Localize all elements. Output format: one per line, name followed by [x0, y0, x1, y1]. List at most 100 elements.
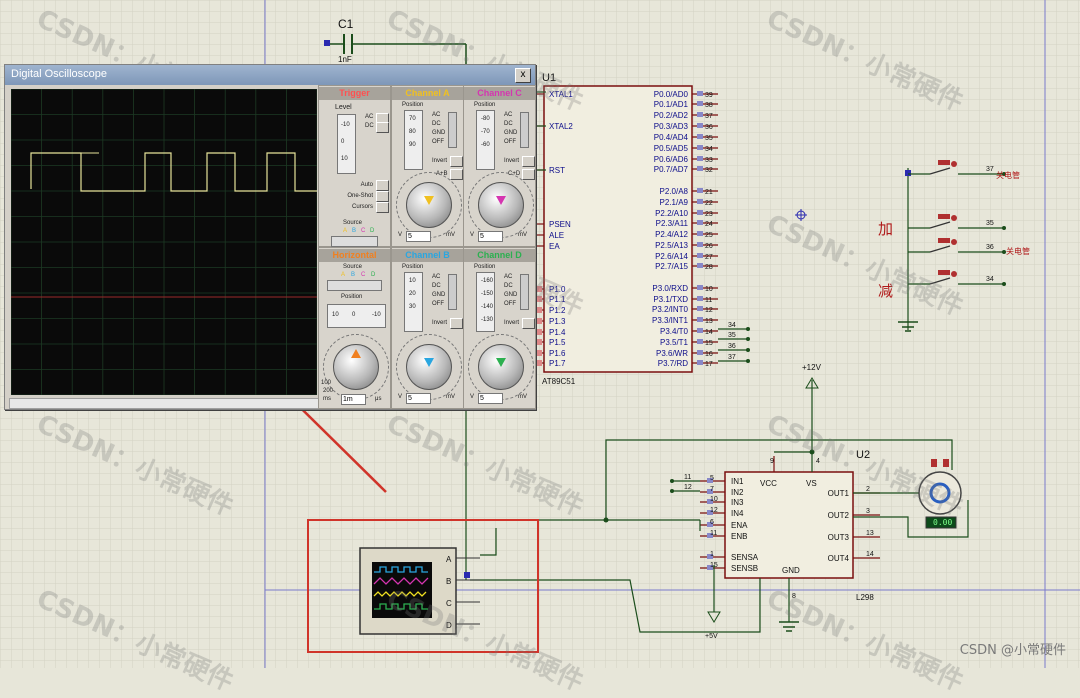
channel-d-coupling-label: AC — [504, 274, 513, 280]
driver-wires: 11 12 — [470, 439, 969, 633]
horizontal-source-d[interactable]: D — [371, 272, 376, 278]
channel-b-invert-button[interactable] — [450, 318, 463, 329]
push-button[interactable]: 35加 — [878, 214, 1006, 238]
driver-part: L298 — [856, 593, 874, 602]
scope-pin-c: C — [446, 599, 452, 608]
horizontal-scrollbar[interactable] — [9, 398, 321, 409]
driver-pin-number: 6 — [710, 519, 714, 526]
channel-d-panel-title: Channel D — [464, 249, 535, 262]
driver-pin-label: SENSA — [731, 553, 759, 562]
crosshair-marker — [795, 209, 807, 221]
horizontal-dial-mark: 100 — [321, 380, 332, 386]
level-label: Level — [335, 104, 352, 111]
oscilloscope-titlebar[interactable]: Digital Oscilloscope x — [5, 65, 535, 85]
horizontal-source-a[interactable]: A — [341, 272, 346, 278]
driver-ref: U2 — [856, 449, 870, 461]
mcu-pin-label: P2.3/A11 — [656, 219, 689, 228]
mcu-pin-label: P2.7/A15 — [655, 262, 688, 271]
mcu-pin-label: P1.4 — [549, 328, 566, 337]
mcu-pin-label: P3.4/T0 — [660, 327, 689, 336]
level-scale: 0 — [341, 139, 345, 145]
channel-a-coupling-switch[interactable] — [448, 112, 457, 148]
schematic-sheet[interactable]: C1 1nF U1 AT89C51 XTAL1XTAL2RSTPSENALEEA… — [0, 0, 1080, 668]
channel-b-coupling-label: DC — [432, 283, 441, 289]
channel-b-position-scale: 10 — [409, 278, 416, 284]
push-button[interactable]: 34减 — [878, 270, 1006, 300]
mcu-pin-label: P0.4/AD4 — [654, 133, 689, 142]
channel-a-volts-knob[interactable] — [406, 182, 452, 228]
channel-a-position-scale: 90 — [409, 142, 416, 148]
channel-d-position-scale: -140 — [481, 304, 494, 310]
driver-pin-number: 3 — [866, 508, 870, 515]
trigger-source-a[interactable]: A — [343, 228, 348, 234]
channel-c-coupling-switch[interactable] — [520, 112, 529, 148]
mcu-pin-number: 10 — [705, 286, 713, 293]
channel-a-invert-button[interactable] — [450, 156, 463, 167]
mcu-pin-label: P0.6/AD6 — [654, 155, 689, 164]
pin-marker — [534, 286, 542, 292]
channel-d-coupling-switch[interactable] — [520, 274, 529, 310]
pin-marker — [534, 350, 542, 356]
channel-c-position-slider[interactable] — [476, 110, 495, 170]
trigger-mode-button[interactable] — [376, 180, 389, 191]
channel-d-volts-knob[interactable] — [478, 344, 524, 390]
footer-credit: CSDN @小常硬件 — [959, 643, 1066, 658]
channel-c-coupling-label: OFF — [504, 139, 516, 145]
channel-c-volts-knob[interactable] — [478, 182, 524, 228]
channel-b-invert-label: Invert — [432, 320, 448, 326]
channel-c-combine-button[interactable] — [522, 169, 535, 180]
channel-d-knob-indicator — [496, 358, 506, 367]
channel-b-coupling-switch[interactable] — [448, 274, 457, 310]
channel-d-invert-button[interactable] — [522, 318, 535, 329]
close-button[interactable]: x — [515, 68, 531, 83]
trigger-mode-button[interactable] — [376, 202, 389, 213]
dc-motor[interactable]: 0.00 — [918, 459, 962, 529]
horizontal-position-scale: 0 — [352, 312, 356, 318]
mcu-pin-label: P3.2/INT0 — [652, 305, 689, 314]
mcu-pin-label: P2.4/A12 — [655, 230, 688, 239]
channel-b-volts-knob[interactable] — [406, 344, 452, 390]
button-label: 关电管 — [1006, 246, 1030, 256]
mcu-pin-number: 12 — [705, 307, 713, 314]
trigger-coupling-button[interactable] — [376, 122, 389, 133]
channel-a-combine-button[interactable] — [450, 169, 463, 180]
mcu-pin-number: 37 — [705, 113, 713, 120]
trigger-source-c[interactable]: C — [361, 228, 366, 234]
horizontal-time-knob[interactable] — [333, 344, 379, 390]
channel-c-invert-button[interactable] — [522, 156, 535, 167]
channel-d-position-slider[interactable] — [476, 272, 495, 332]
mcu-body — [543, 85, 693, 373]
horizontal-source-b[interactable]: B — [351, 272, 356, 278]
mcu-pin-label: P0.7/AD7 — [654, 165, 689, 174]
mcu-pin-number: 36 — [705, 124, 713, 131]
trigger-mode-button[interactable] — [376, 191, 389, 202]
driver-pin9: 9 — [770, 458, 774, 465]
channel-a-position-slider[interactable] — [404, 110, 423, 170]
trigger-source-slider[interactable] — [331, 236, 378, 247]
mcu-u1[interactable]: U1 AT89C51 XTAL1XTAL2RSTPSENALEEAP1.0P1.… — [530, 72, 718, 386]
driver-u2[interactable]: U2 L298 IN15IN27IN310IN412ENA6ENB11SENSA… — [700, 380, 880, 632]
mcu-pin-number: 27 — [705, 254, 713, 261]
capacitor-c1[interactable]: C1 1nF — [324, 17, 467, 66]
trigger-source-d[interactable]: D — [370, 228, 375, 234]
oscilloscope-symbol[interactable]: A B C D — [359, 547, 480, 635]
horizontal-source-c[interactable]: C — [361, 272, 366, 278]
level-scale: -10 — [341, 122, 350, 128]
mcu-pin-number: 11 — [705, 297, 712, 304]
trigger-source-b[interactable]: B — [352, 228, 357, 234]
level-slider[interactable] — [337, 114, 356, 174]
channel-a-position-scale: 80 — [409, 129, 416, 135]
channel-b-position-slider[interactable] — [404, 272, 423, 332]
horizontal-source-slider[interactable] — [327, 280, 382, 291]
driver-pin-number: 10 — [710, 496, 718, 503]
driver-pin-label: OUT3 — [828, 533, 850, 542]
pin-marker — [534, 307, 542, 313]
